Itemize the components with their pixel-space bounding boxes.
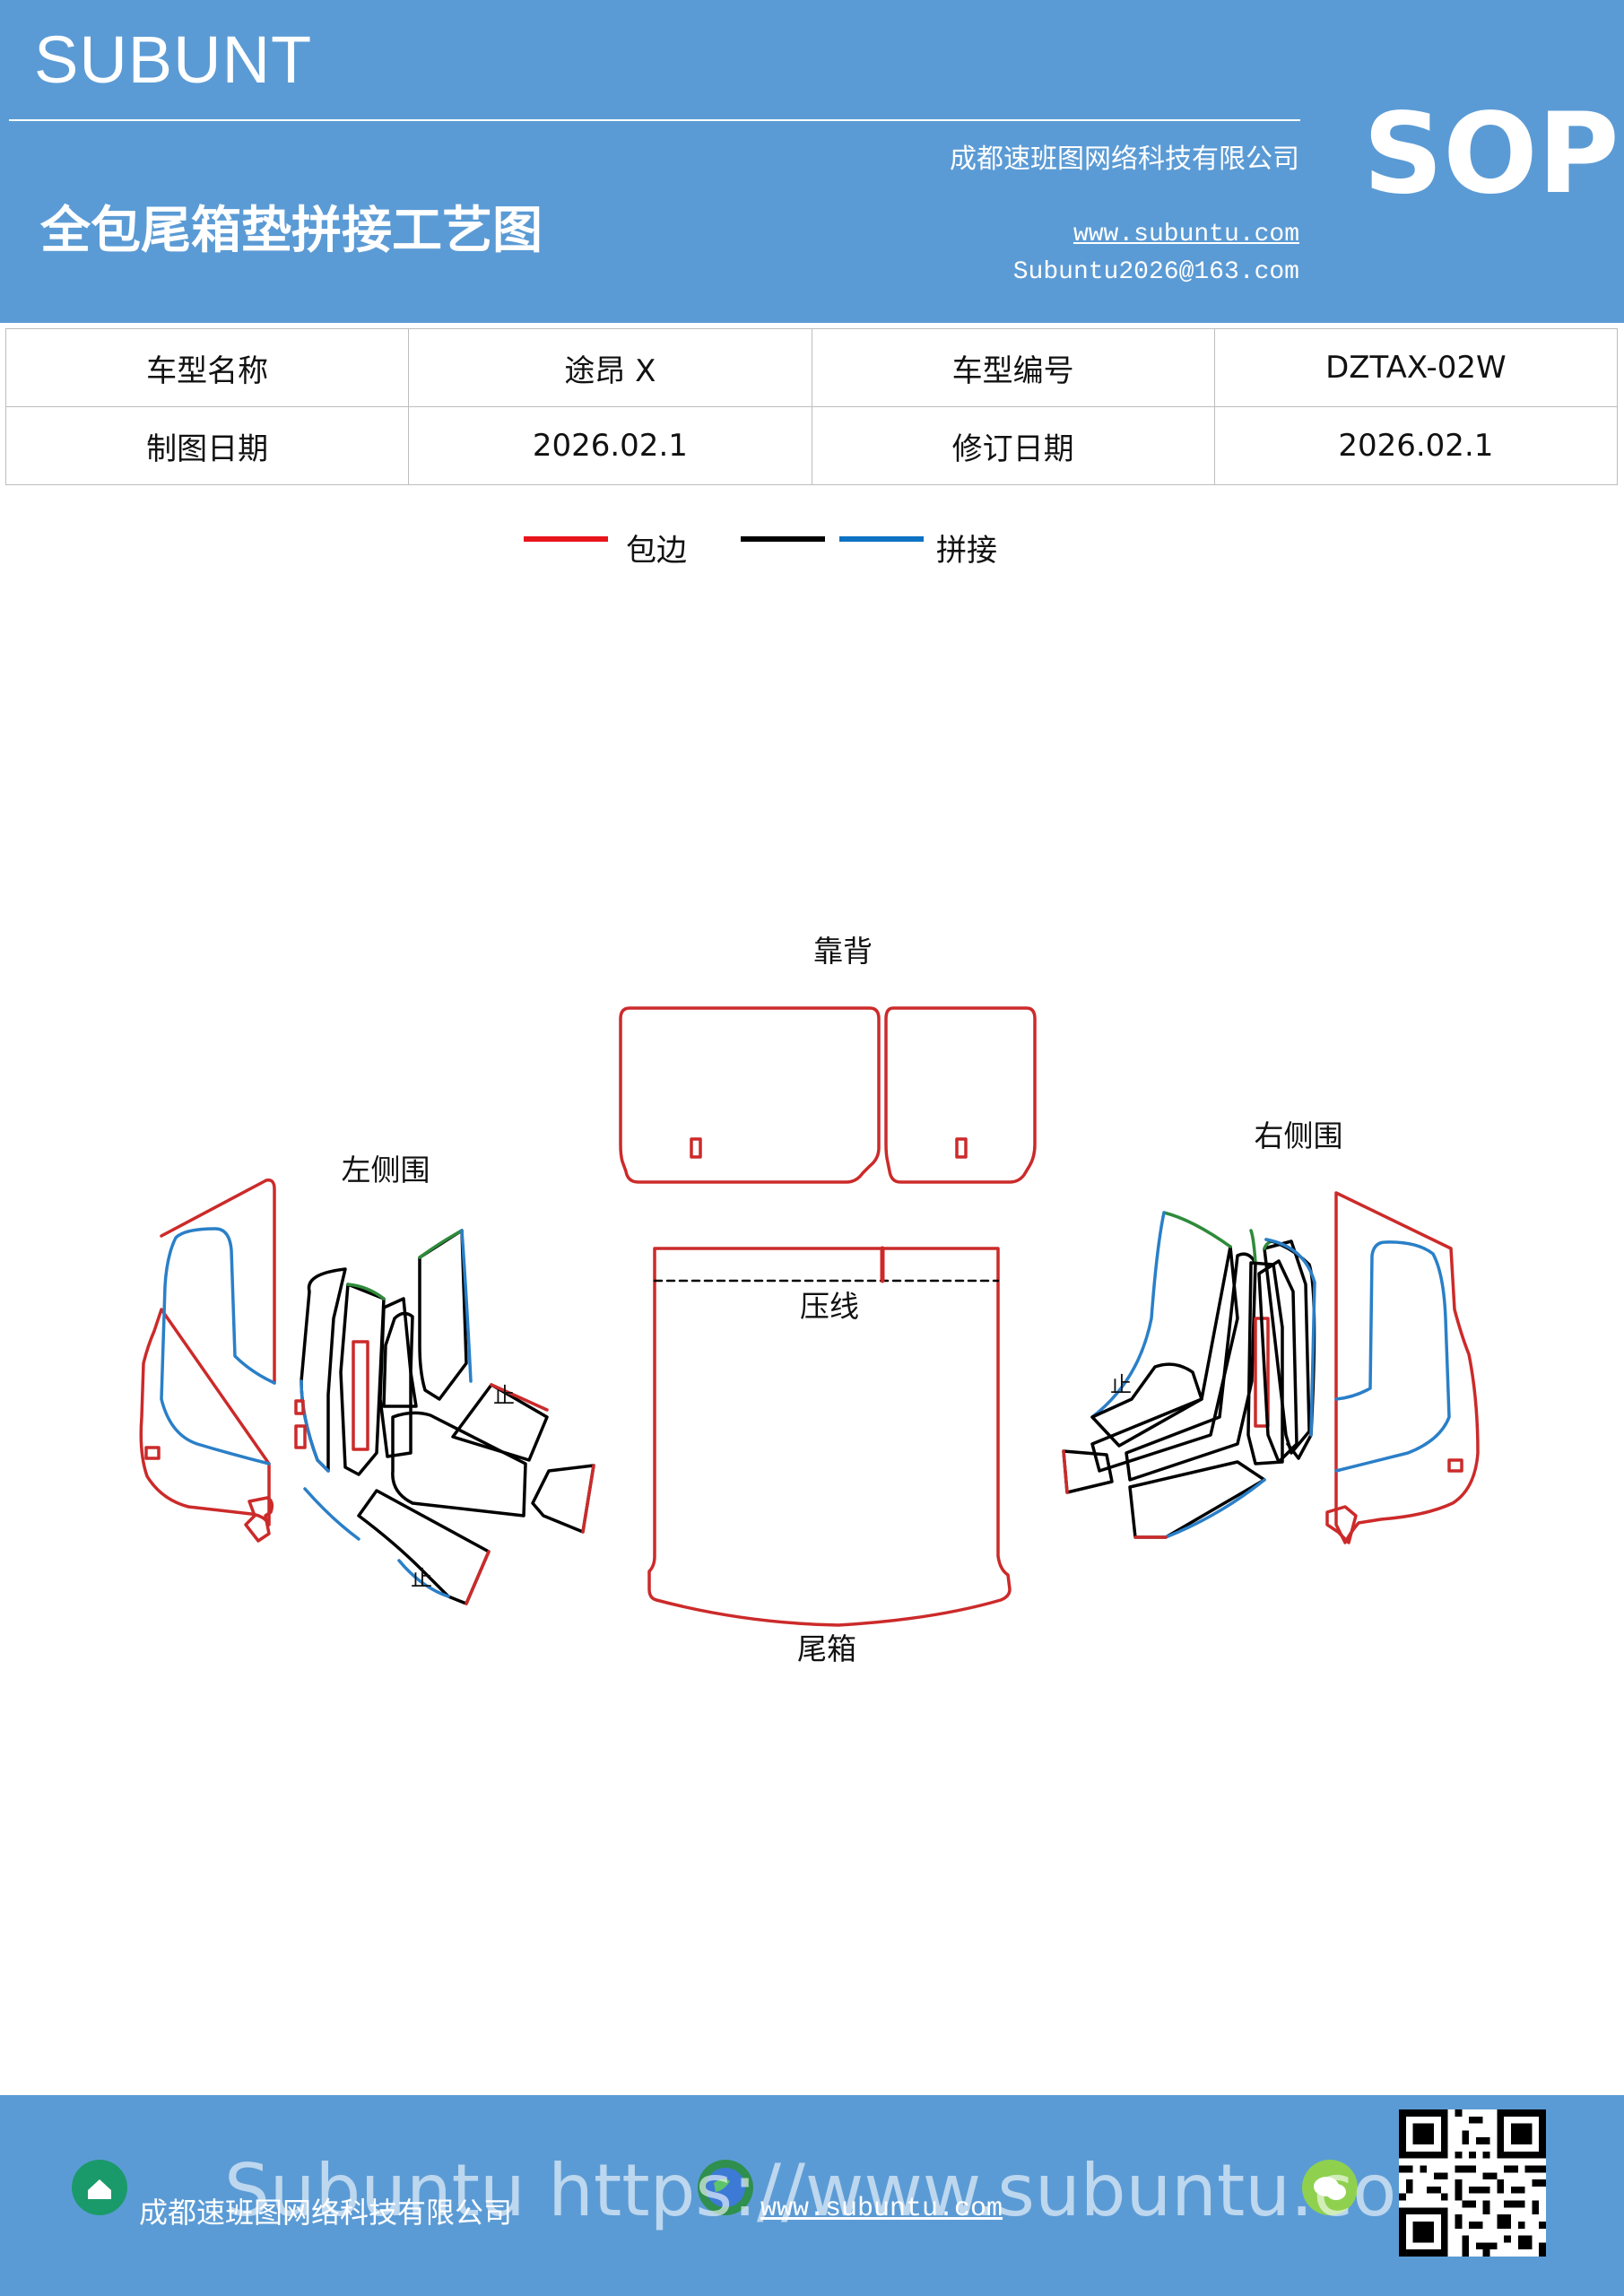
footer-watermark: Subuntu https://www.subuntu.com bbox=[224, 2149, 1467, 2232]
left-clip bbox=[144, 1446, 161, 1460]
backrest-panels: 靠背 bbox=[619, 934, 1037, 1184]
label-backrest: 靠背 bbox=[813, 934, 873, 969]
left-outer-panel bbox=[139, 1178, 276, 1526]
right-piece-h-edge bbox=[1062, 1449, 1069, 1494]
left-piece-i-splice bbox=[397, 1559, 450, 1598]
backrest-left-panel bbox=[619, 1006, 881, 1184]
left-outer-splice bbox=[160, 1227, 276, 1465]
left-piece-e-splice bbox=[460, 1229, 473, 1383]
legend-label-edge: 包边 bbox=[626, 533, 687, 569]
home-icon bbox=[72, 2160, 127, 2215]
left-piece-h bbox=[531, 1464, 595, 1534]
right-piece-h bbox=[1062, 1449, 1114, 1494]
table-row: 制图日期 2026.02.1 修订日期 2026.02.1 bbox=[4, 406, 1619, 485]
table-cell: 2026.02.1 bbox=[408, 406, 812, 485]
table-cell: 制图日期 bbox=[4, 406, 410, 485]
table-cell: 车型编号 bbox=[811, 328, 1215, 407]
left-piece-d bbox=[382, 1311, 418, 1408]
backrest-left-slot bbox=[690, 1137, 702, 1159]
label-right-side: 右侧围 bbox=[1255, 1118, 1343, 1153]
left-piece-a bbox=[300, 1267, 347, 1473]
right-piece-a-splice bbox=[1090, 1211, 1166, 1419]
table-cell: 2026.02.1 bbox=[1213, 406, 1619, 485]
left-piece-a-clip bbox=[294, 1399, 307, 1449]
stop-mark: 止 bbox=[411, 1566, 432, 1591]
wechat-icon bbox=[1302, 2160, 1358, 2215]
trunk-floor-outline bbox=[647, 1247, 1012, 1627]
page-title: 全包尾箱垫拼接工艺图 bbox=[40, 202, 543, 260]
right-piece-i bbox=[1128, 1460, 1266, 1539]
right-piece-a-green bbox=[1162, 1211, 1232, 1248]
right-piece-e bbox=[1263, 1239, 1311, 1455]
qr-code[interactable] bbox=[1399, 2109, 1546, 2257]
label-trunk: 尾箱 bbox=[797, 1631, 856, 1666]
left-piece-c bbox=[378, 1297, 413, 1458]
stop-mark: 止 bbox=[493, 1383, 515, 1408]
left-hook bbox=[244, 1496, 274, 1543]
table-cell: 车型名称 bbox=[4, 328, 410, 407]
legend-label-splice: 拼接 bbox=[936, 533, 997, 569]
right-piece-f-splice bbox=[1264, 1238, 1316, 1437]
left-piece-i-edge bbox=[465, 1550, 491, 1605]
table-cell: 途昂 X bbox=[408, 328, 812, 407]
company-name: 成都速班图网络科技有限公司 bbox=[950, 144, 1299, 175]
right-hook bbox=[1325, 1505, 1358, 1544]
table-cell: DZTAX-02W bbox=[1213, 328, 1619, 407]
mat-pattern-diagram: 靠背 压线 尾箱 左侧围 止 止 bbox=[139, 934, 1480, 1666]
right-piece-b-green bbox=[1249, 1229, 1257, 1265]
left-piece-h-edge bbox=[581, 1464, 595, 1534]
email-text: Subuntu2026@163.com bbox=[1012, 258, 1299, 286]
footer-website-link[interactable]: www.subuntu.com bbox=[760, 2194, 1003, 2224]
left-piece-f bbox=[391, 1411, 527, 1518]
right-side-panels: 右侧围 止 bbox=[1062, 1118, 1480, 1544]
legend: 包边 拼接 bbox=[524, 518, 1026, 572]
left-piece-g bbox=[451, 1383, 549, 1462]
left-piece-g-edge bbox=[490, 1383, 549, 1412]
header-divider bbox=[9, 119, 1300, 121]
right-piece-b bbox=[1125, 1252, 1257, 1482]
trunk-floor-panel: 压线 尾箱 bbox=[647, 1246, 1012, 1666]
left-piece-b bbox=[339, 1283, 386, 1476]
right-clip bbox=[1447, 1458, 1463, 1473]
left-piece-e bbox=[418, 1229, 468, 1401]
left-piece-a-splice bbox=[300, 1379, 360, 1541]
info-table: 车型名称 途昂 X 车型编号 DZTAX-02W 制图日期 2026.02.1 … bbox=[4, 328, 1619, 485]
left-piece-e-green bbox=[418, 1229, 464, 1259]
left-side-panels: 左侧围 止 止 bbox=[139, 1152, 595, 1605]
header-banner: SUBUNT 全包尾箱垫拼接工艺图 成都速班图网络科技有限公司 www.subu… bbox=[0, 0, 1624, 323]
brand-logo: SUBUNT bbox=[34, 22, 313, 97]
backrest-right-panel bbox=[884, 1006, 1037, 1184]
backrest-right-slot bbox=[955, 1137, 968, 1159]
legend-swatch-outline bbox=[741, 536, 825, 542]
label-press-line: 压线 bbox=[800, 1289, 859, 1324]
left-piece-b-slot bbox=[352, 1340, 369, 1451]
right-outer-panel bbox=[1334, 1191, 1480, 1544]
globe-icon bbox=[698, 2160, 753, 2215]
legend-swatch-edge bbox=[524, 536, 608, 542]
right-piece-i-splice bbox=[1164, 1478, 1266, 1539]
left-piece-i bbox=[357, 1489, 491, 1605]
right-piece-d bbox=[1257, 1259, 1298, 1464]
table-row: 车型名称 途昂 X 车型编号 DZTAX-02W bbox=[4, 328, 1619, 407]
footer-banner: 成都速班图网络科技有限公司 www.subuntu.com Subuntu ht… bbox=[0, 2095, 1624, 2296]
label-left-side: 左侧围 bbox=[342, 1152, 430, 1187]
right-outer-splice bbox=[1334, 1240, 1451, 1473]
stop-mark: 止 bbox=[1110, 1372, 1132, 1397]
right-piece-g bbox=[1090, 1362, 1203, 1448]
legend-swatch-splice bbox=[839, 536, 924, 542]
footer-company-name: 成都速班图网络科技有限公司 bbox=[139, 2196, 513, 2230]
sop-badge: SOP bbox=[1363, 90, 1620, 219]
table-cell: 修订日期 bbox=[811, 406, 1215, 485]
website-link[interactable]: www.subuntu.com bbox=[1073, 221, 1299, 248]
left-piece-b-green bbox=[346, 1283, 386, 1300]
